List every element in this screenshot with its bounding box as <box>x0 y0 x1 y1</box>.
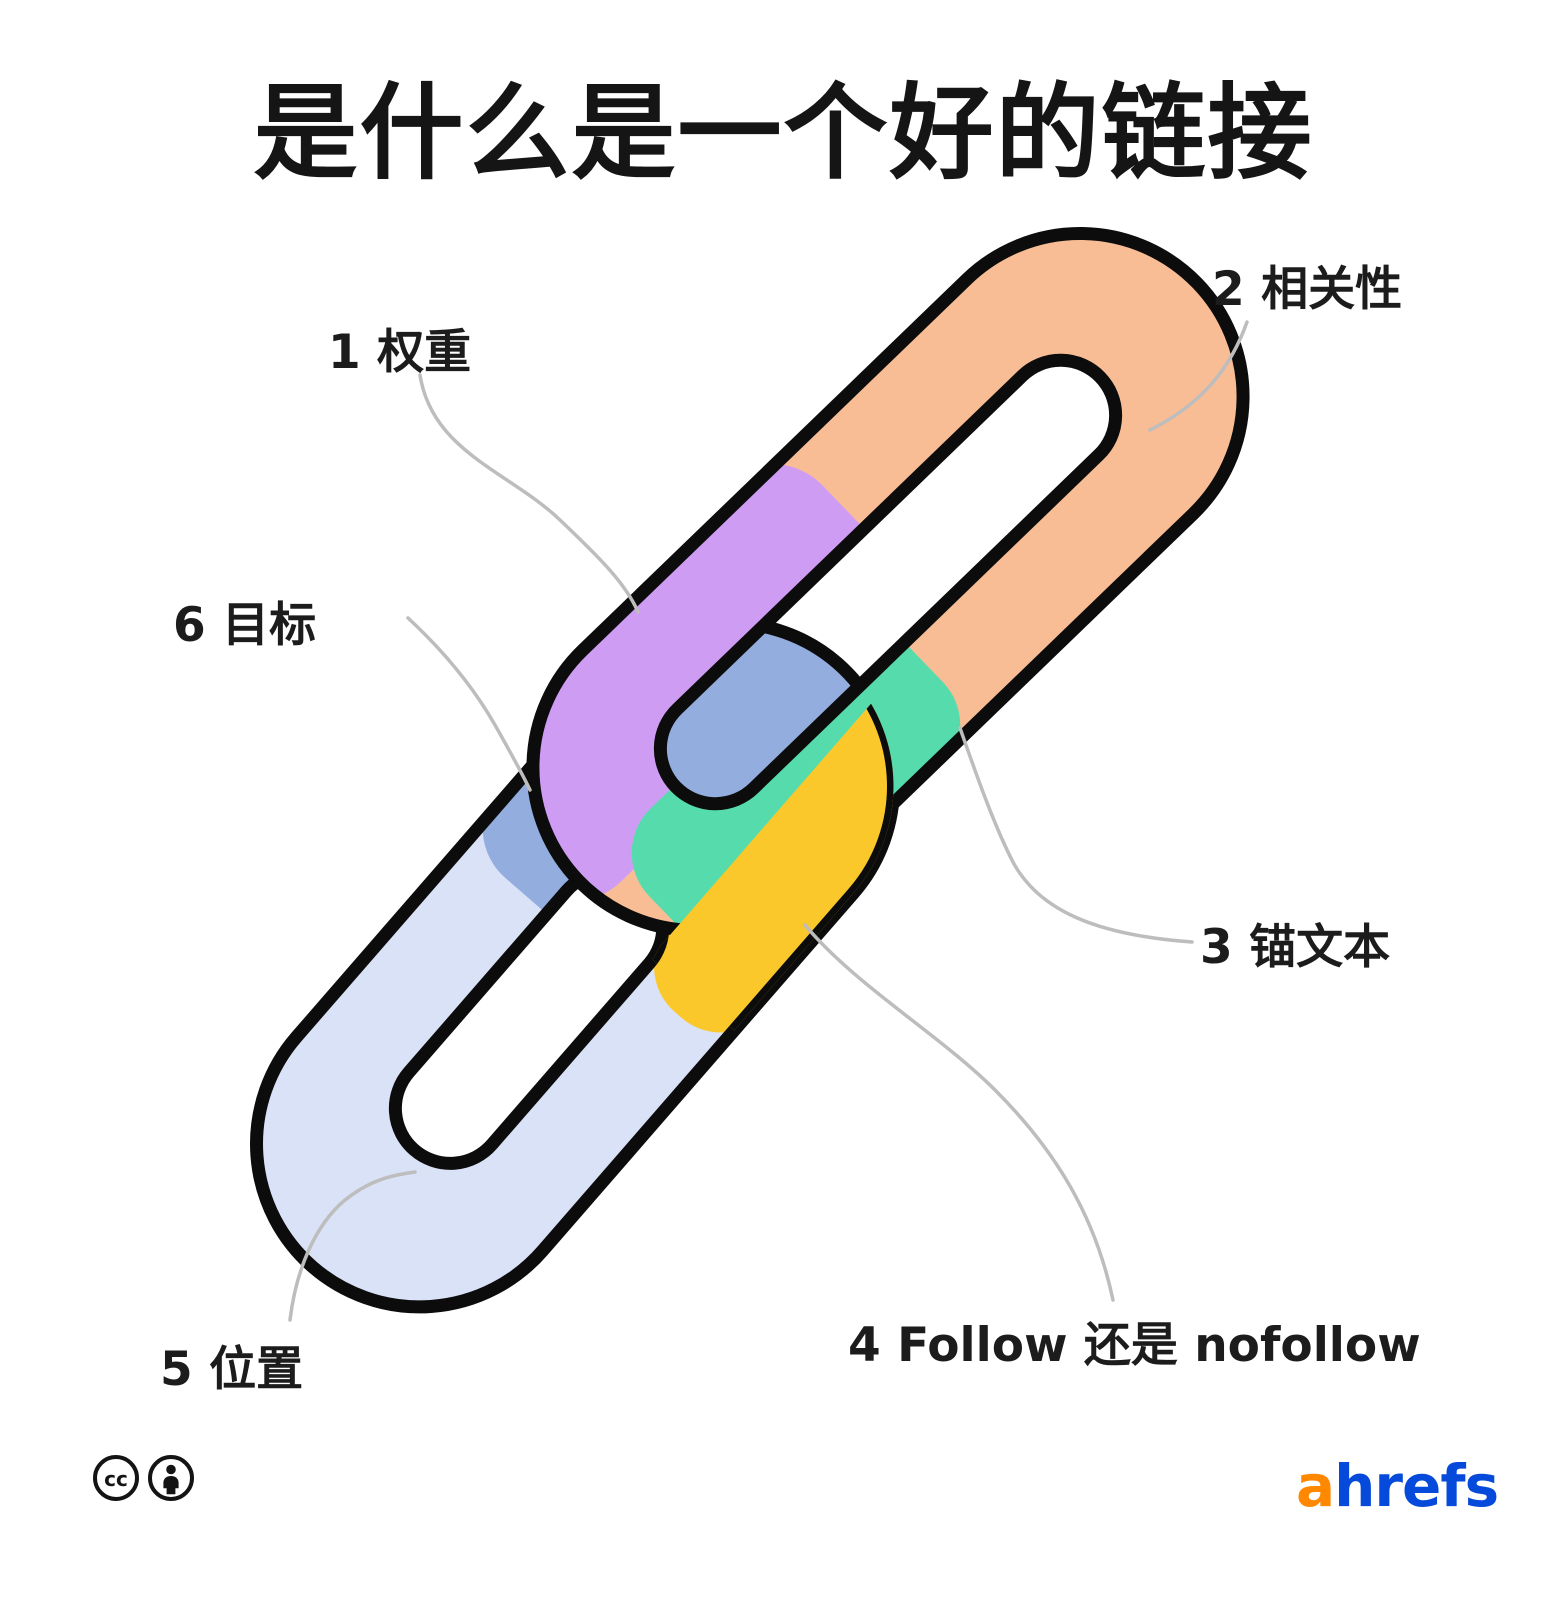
pointer-destination <box>406 616 532 792</box>
pointer-anchor <box>958 726 1194 944</box>
label-relevance: 2 相关性 <box>1212 262 1403 317</box>
segment-weight <box>465 464 895 902</box>
pointer-follow <box>803 923 1115 1302</box>
label-weight: 1 权重 <box>328 325 472 380</box>
pointer-weight <box>418 373 640 614</box>
label-anchor: 3 锚文本 <box>1200 920 1391 975</box>
pointer-lines <box>288 320 1249 1322</box>
chain-link-top-outline <box>526 227 1250 937</box>
pointer-relevance <box>1148 320 1249 432</box>
pointer-placement <box>288 1170 417 1322</box>
cc-icon-text: cc <box>104 1467 128 1491</box>
page-title: 是什么是一个好的链接 <box>253 72 1314 194</box>
ahrefs-logo: ahrefs <box>1296 1452 1499 1520</box>
label-destination: 6 目标 <box>173 598 317 653</box>
ahrefs-logo-a: a <box>1296 1452 1335 1520</box>
attribution-icon <box>148 1455 194 1501</box>
cc-icon: cc <box>93 1455 139 1501</box>
label-follow: 4 Follow 还是 nofollow <box>848 1318 1421 1373</box>
ahrefs-logo-hrefs: hrefs <box>1334 1452 1499 1520</box>
segment-anchor <box>631 627 961 951</box>
label-placement: 5 位置 <box>160 1342 304 1397</box>
